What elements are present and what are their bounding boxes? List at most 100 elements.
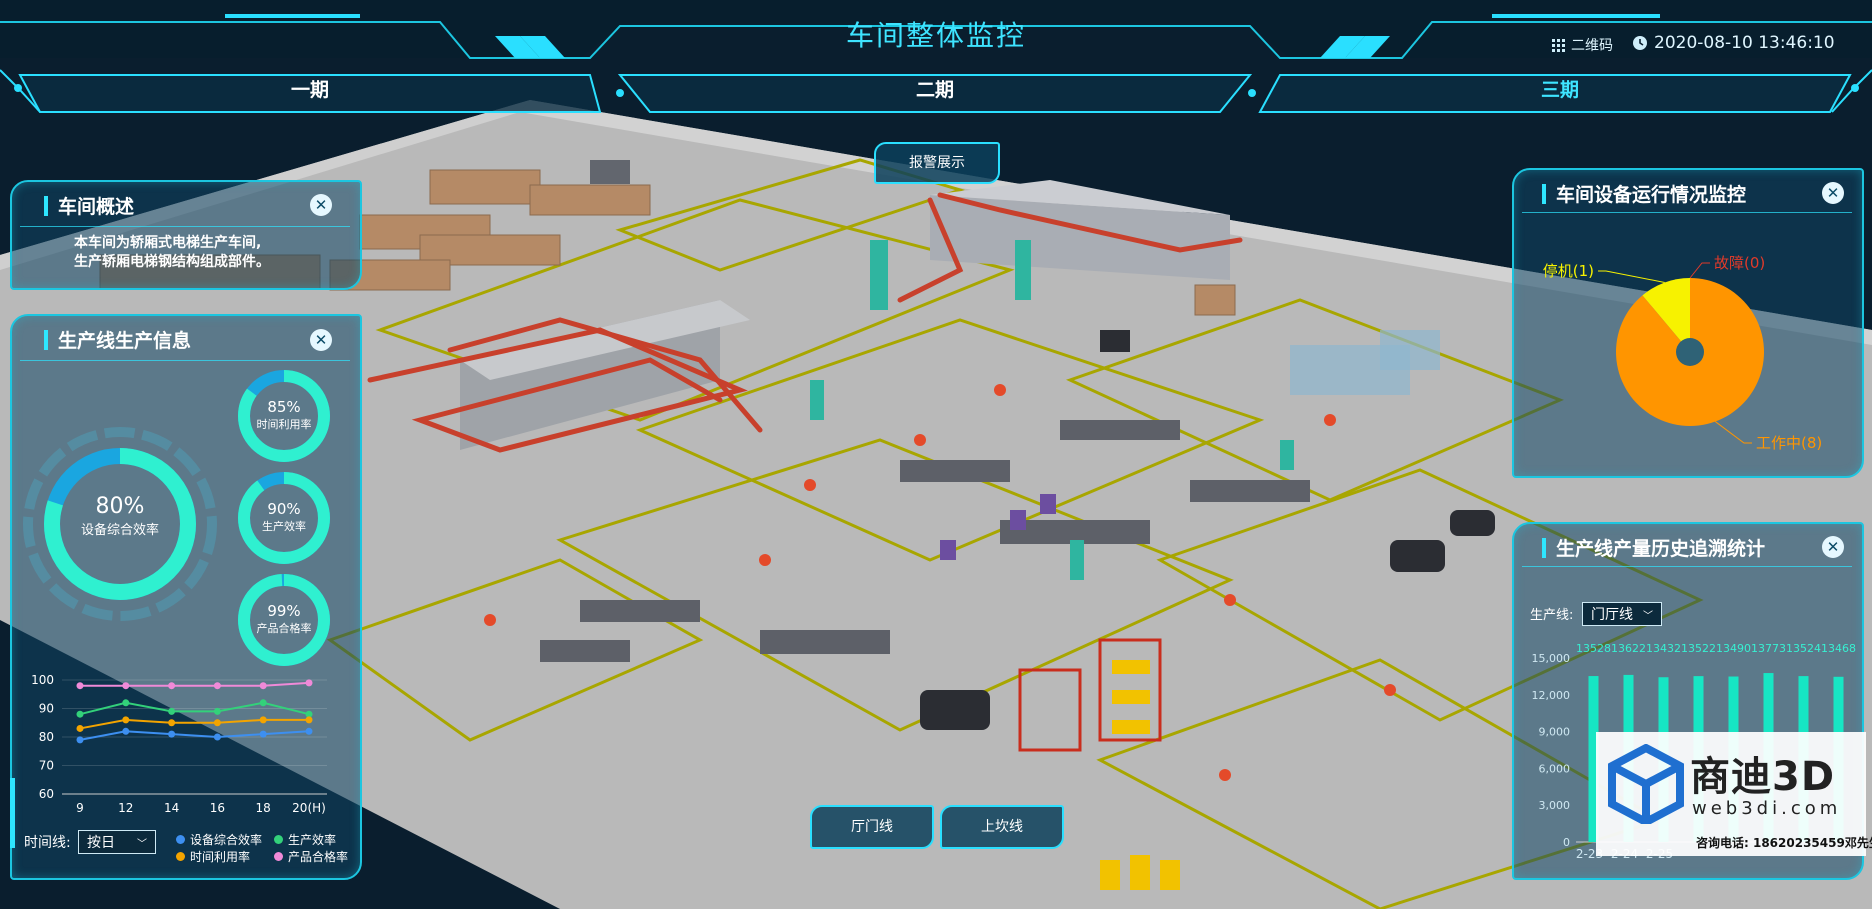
gauge-fill [238,472,330,564]
production-title: 生产线生产信息 [44,326,191,353]
x-tick-label: 16 [210,801,225,815]
time-utilization-percent: 85% [267,398,301,416]
watermark-contact: 咨询电话: 18620235459邓先生 [1696,836,1872,850]
close-icon[interactable]: ✕ [1822,536,1844,558]
series-point [305,727,313,735]
cube-logo-icon [1608,744,1684,824]
x-tick-label: 20(H) [292,801,326,815]
bar-value-label: 13490 [1716,642,1751,655]
x-tick-label: 9 [76,801,84,815]
bar-value-label: 13773 [1751,642,1786,655]
x-tick-label: 12 [118,801,133,815]
y-tick-label: 60 [39,787,54,801]
timeline-label: 时间线: [24,835,71,851]
legend-label: 时间利用率 [190,850,251,864]
chevron-down-icon: ﹀ [137,838,147,850]
legend-label: 设备综合效率 [190,833,263,847]
series-point [259,730,267,738]
pie-leader-line [1715,421,1752,444]
bar-value-label: 13528 [1576,642,1611,655]
output-history-title-text: 生产线产量历史追溯统计 [1556,538,1766,560]
scrollbar[interactable] [10,778,15,848]
series-point [259,682,267,690]
timeline-select[interactable]: 按日 ﹀ [78,830,156,854]
series-point [76,710,84,718]
pie-label: 停机(1) [1543,262,1594,280]
series-point [76,724,84,732]
device-status-pie-chart: 停机(1)故障(0)工作中(8) [1543,254,1823,452]
tab-phase-2[interactable]: 二期 [915,79,954,101]
time-utilization-label: 85% 时间利用率 [234,398,334,432]
series-point [122,682,130,690]
title-accent-bar [1542,183,1546,204]
gauge-fill [44,448,196,600]
series-point [259,699,267,707]
bar-value-label: 13432 [1646,642,1681,655]
pie-center [1676,338,1704,366]
tab-phase-1[interactable]: 一期 [290,79,329,101]
pie-leader-line [1598,270,1665,283]
overview-line-2: 生产轿厢电梯钢结构组成部件。 [74,254,270,270]
legend-dot [176,835,185,844]
header-frame [0,0,1872,113]
production-efficiency-label: 90% 生产效率 [234,500,334,534]
qr-grid-icon [1552,38,1565,52]
legend-qualified-rate: 产品合格率 [274,848,348,865]
time-utilization-text: 时间利用率 [256,418,312,431]
y-tick-label: 12,000 [1532,689,1571,702]
production-efficiency-gauge [238,472,330,564]
y-tick-label: 9,000 [1539,726,1571,739]
series-point [213,719,221,727]
qualified-rate-percent: 99% [267,602,301,620]
bar-value-label: 13468 [1821,642,1856,655]
y-tick-label: 70 [39,759,54,773]
title-accent-bar [44,195,48,216]
overview-title-text: 车间概述 [58,196,135,218]
upper-sill-line-button[interactable]: 上坎线 [940,805,1064,849]
bar [1588,676,1599,842]
y-tick-label: 100 [31,673,54,687]
workshop-overview-panel: 车间概述 ✕ 本车间为轿厢式电梯生产车间, 生产轿厢电梯钢结构组成部件。 [10,180,362,290]
series-point [213,707,221,715]
series-point [122,699,130,707]
legend-time-utilization: 时间利用率 [176,848,250,865]
oee-main-label: 80% 设备综合效率 [60,494,180,538]
series-point [168,719,176,727]
y-tick-label: 3,000 [1539,799,1571,812]
hall-door-line-button[interactable]: 厅门线 [810,805,934,849]
y-tick-label: 6,000 [1539,762,1571,775]
production-line-select[interactable]: 门厅线 ﹀ [1582,602,1662,626]
gauge-fill [238,370,330,462]
series-line [79,730,310,741]
series-point [259,716,267,724]
legend-label: 产品合格率 [288,850,349,864]
alarm-display-button[interactable]: 报警展示 [874,142,1000,184]
pie-leader-line [1689,262,1710,279]
series-point [76,736,84,744]
qr-code-button[interactable]: 二维码 [1552,35,1613,55]
series-line [79,701,310,716]
legend-dot [274,835,283,844]
close-icon[interactable]: ✕ [310,194,332,216]
divider [20,360,350,361]
timeline-select-value: 按日 [87,835,115,851]
close-icon[interactable]: ✕ [310,329,332,351]
series-line [80,681,310,687]
watermark-brand: 商迪3D [1690,754,1836,800]
production-efficiency-percent: 90% [267,500,301,518]
qualified-rate-text: 产品合格率 [256,622,312,635]
legend-label: 生产效率 [288,833,337,847]
series-point [122,727,130,735]
production-line-label: 生产线: [1530,608,1574,623]
y-tick-label: 90 [39,702,54,716]
series-line [79,718,309,730]
tab-phase-3[interactable]: 三期 [1540,79,1579,101]
page-title: 车间整体监控 [845,19,1026,52]
bar-value-label: 13622 [1611,642,1646,655]
close-icon[interactable]: ✕ [1822,182,1844,204]
time-utilization-gauge [238,370,330,462]
datetime-text: 2020-08-10 13:46:10 [1654,33,1835,53]
bar-value-label: 13522 [1681,642,1716,655]
series-point [305,710,313,718]
